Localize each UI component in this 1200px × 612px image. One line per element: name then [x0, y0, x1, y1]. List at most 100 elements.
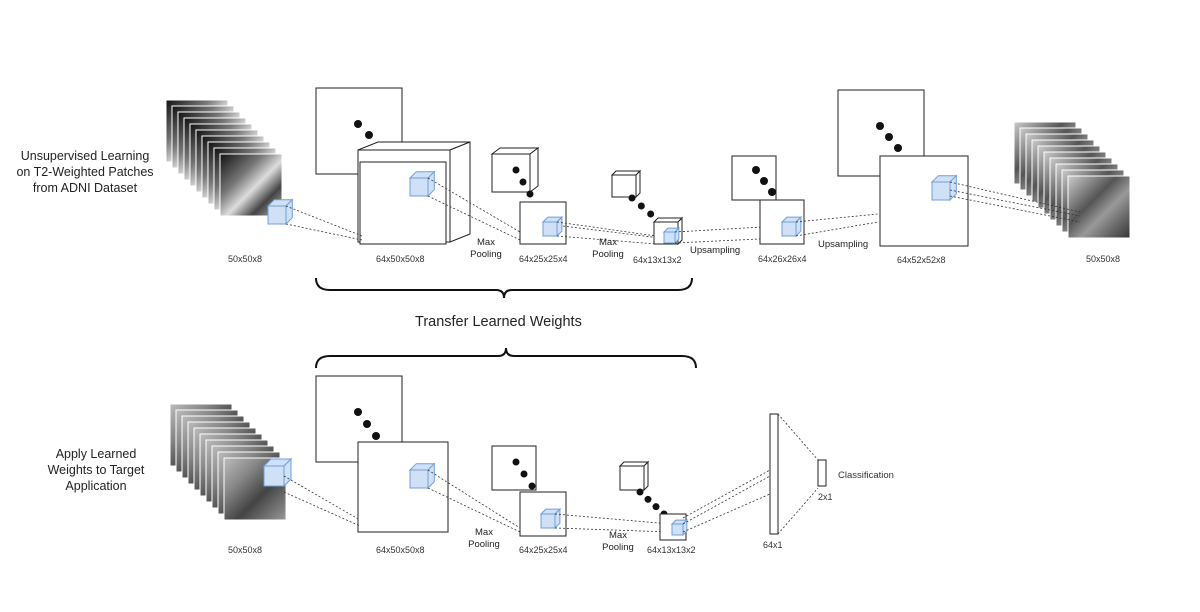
bottom-link: [283, 475, 361, 521]
bottom-pool1-back: [491, 445, 537, 491]
op-text: Pooling: [468, 539, 500, 550]
top-link: [285, 205, 363, 237]
bottom-conv1-dot: [354, 408, 362, 416]
top-output-patch: [1067, 175, 1131, 239]
top-pool1-dot: [512, 166, 520, 174]
output-layer-bar: [817, 459, 827, 487]
top-pool1-back: [490, 147, 540, 193]
bottom-link: [283, 491, 361, 527]
top-desc-line-2: on T2-Weighted Patches: [16, 165, 154, 179]
fc-link: [777, 487, 819, 535]
top-pool2-back: [610, 169, 642, 199]
bottom-desc-line-2: Weights to Target: [47, 463, 145, 477]
top-pool2-dot: [647, 210, 655, 218]
top-up2-dot: [876, 122, 884, 130]
bottom-dim-input: 50x50x8: [228, 545, 263, 555]
top-conv1-kernel: [408, 170, 436, 198]
top-dim-output: 50x50x8: [1086, 254, 1121, 264]
transfer-learned-weights-label: Transfer Learned Weights: [415, 314, 582, 330]
bottom-input-kernel: [262, 457, 293, 488]
top-input-kernel: [266, 198, 294, 226]
bottom-pool2-back: [618, 460, 650, 492]
top-op-maxpool-1: Max Pooling: [464, 237, 508, 261]
top-row-description: Unsupervised Learning on T2-Weighted Pat…: [14, 148, 156, 196]
bottom-dim-out: 2x1: [818, 492, 833, 502]
bottom-dim-pool2: 64x13x13x2: [647, 545, 696, 555]
op-text: Max: [599, 237, 617, 248]
bottom-op-maxpool-2: Max Pooling: [596, 530, 640, 554]
bottom-conv1-front: [357, 441, 449, 533]
top-dim-conv1: 64x50x50x8: [376, 254, 425, 264]
op-text: Max: [609, 530, 627, 541]
classification-label: Classification: [838, 470, 894, 481]
bottom-row-description: Apply Learned Weights to Target Applicat…: [40, 446, 152, 494]
top-desc-line-1: Unsupervised Learning: [20, 149, 150, 163]
bottom-input-patch: [223, 457, 287, 521]
bottom-pool2-kernel: [670, 518, 689, 537]
top-link: [556, 235, 657, 245]
top-dim-up2: 64x52x52x8: [897, 255, 946, 265]
bottom-pool2-dot: [636, 488, 644, 496]
top-up2-front: [879, 155, 969, 247]
top-up2-dot: [885, 133, 893, 141]
bottom-pool1-dot: [528, 482, 536, 490]
bottom-pool2-dot: [644, 495, 652, 503]
op-text: Pooling: [602, 542, 634, 553]
bottom-link: [554, 527, 671, 533]
top-op-upsampling-2: Upsampling: [818, 239, 869, 250]
top-dim-input: 50x50x8: [228, 254, 263, 264]
top-dim-pool2: 64x13x13x2: [633, 255, 682, 265]
bottom-pool1-kernel: [539, 507, 562, 530]
top-pool1-dot: [526, 190, 534, 198]
top-op-maxpool-2: Max Pooling: [586, 237, 630, 261]
top-link: [556, 221, 657, 237]
fc-layer-bar: [769, 413, 779, 535]
top-pool1-dot: [519, 178, 527, 186]
top-pool2-dot: [628, 194, 636, 202]
top-up1-kernel: [780, 215, 803, 238]
bottom-link: [427, 487, 521, 533]
top-link: [674, 225, 781, 233]
bottom-desc-line-1: Apply Learned: [55, 447, 137, 461]
top-desc-line-3: from ADNI Dataset: [32, 181, 138, 195]
bottom-link: [682, 469, 771, 519]
top-link: [562, 225, 661, 239]
top-op-upsampling-1: Upsampling: [690, 245, 741, 256]
top-up2-kernel: [930, 174, 958, 202]
top-conv1-dot: [354, 120, 362, 128]
bottom-dim-fc: 64x1: [763, 540, 783, 550]
top-up2-dot: [894, 144, 902, 152]
top-dim-up1: 64x26x26x4: [758, 254, 807, 264]
top-conv1-dot: [365, 131, 373, 139]
bottom-conv1-kernel: [408, 462, 436, 490]
top-pool2-dot: [637, 202, 645, 210]
top-pool1-kernel: [541, 215, 564, 238]
bottom-dim-pool1: 64x25x25x4: [519, 545, 568, 555]
top-up1-dot: [760, 177, 768, 185]
top-up1-dot: [752, 166, 760, 174]
op-text: Max: [477, 237, 495, 248]
top-link: [795, 213, 879, 223]
top-link: [795, 221, 879, 237]
top-dim-pool1: 64x25x25x4: [519, 254, 568, 264]
bottom-pool2-dot: [652, 503, 660, 511]
top-link: [427, 177, 521, 233]
bottom-link: [682, 475, 771, 525]
top-up1-back: [731, 155, 777, 201]
top-link: [674, 237, 781, 244]
bottom-dim-conv1: 64x50x50x8: [376, 545, 425, 555]
op-text: Max: [475, 527, 493, 538]
bottom-desc-line-3: Application: [65, 479, 127, 493]
bottom-link: [554, 513, 671, 525]
top-pool2-kernel: [662, 226, 681, 245]
bottom-conv1-dot: [372, 432, 380, 440]
top-link: [285, 223, 363, 241]
op-text: Pooling: [470, 249, 502, 260]
op-text: Pooling: [592, 249, 624, 260]
top-up1-dot: [768, 188, 776, 196]
bottom-encoder-brace: [315, 347, 697, 369]
top-encoder-brace: [315, 277, 693, 299]
bottom-conv1-dot: [363, 420, 371, 428]
fc-link: [777, 413, 819, 461]
